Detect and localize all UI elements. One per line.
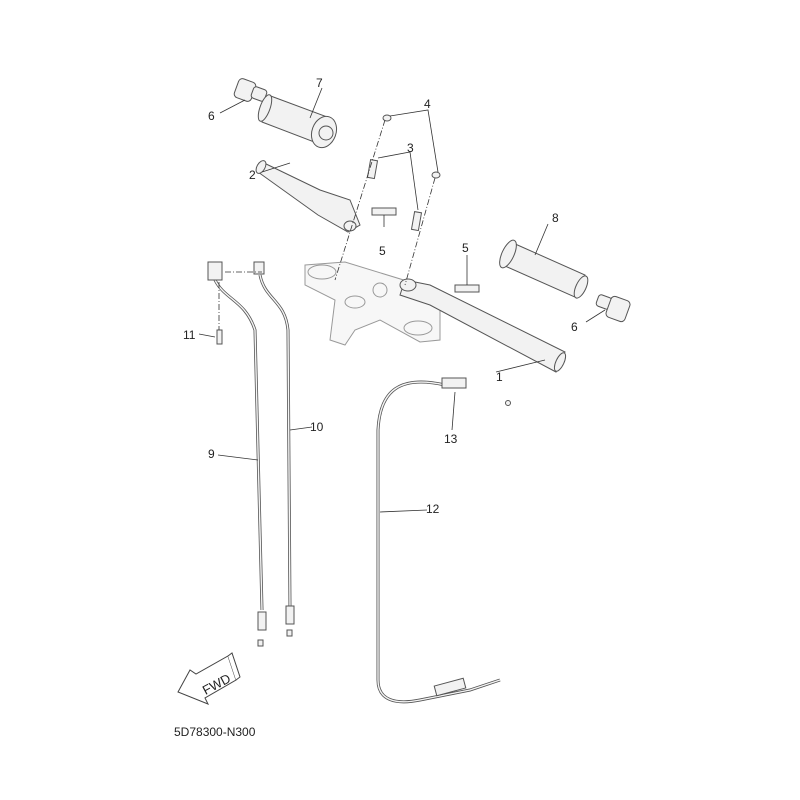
throttle-grip xyxy=(257,94,338,149)
callout-8: 8 xyxy=(552,211,559,225)
bolts xyxy=(366,114,480,293)
callout-2: 2 xyxy=(249,168,256,182)
callout-3: 3 xyxy=(407,141,414,155)
callout-5b: 5 xyxy=(462,241,469,255)
throttle-cables xyxy=(207,261,295,647)
triple-clamp xyxy=(304,261,441,346)
callout-12: 12 xyxy=(426,502,440,516)
callout-13: 13 xyxy=(444,432,458,446)
fwd-arrow-icon: FWD xyxy=(177,652,241,705)
callout-5a: 5 xyxy=(379,244,386,258)
handlebar-left xyxy=(255,160,361,233)
callout-1: 1 xyxy=(496,370,503,384)
bar-end-left xyxy=(233,78,268,102)
grip-right xyxy=(499,239,589,299)
clutch-cable xyxy=(376,377,511,704)
callout-7: 7 xyxy=(316,76,323,90)
handlebar-right xyxy=(399,278,567,373)
leader-lines xyxy=(198,87,606,513)
callout-6a: 6 xyxy=(208,109,215,123)
callout-6b: 6 xyxy=(571,320,578,334)
bar-end-right xyxy=(595,294,631,323)
callout-4: 4 xyxy=(424,97,431,111)
callout-9: 9 xyxy=(208,447,215,461)
callout-10: 10 xyxy=(310,420,324,434)
part-number: 5D78300-N300 xyxy=(174,725,256,739)
callout-11: 11 xyxy=(183,328,196,342)
